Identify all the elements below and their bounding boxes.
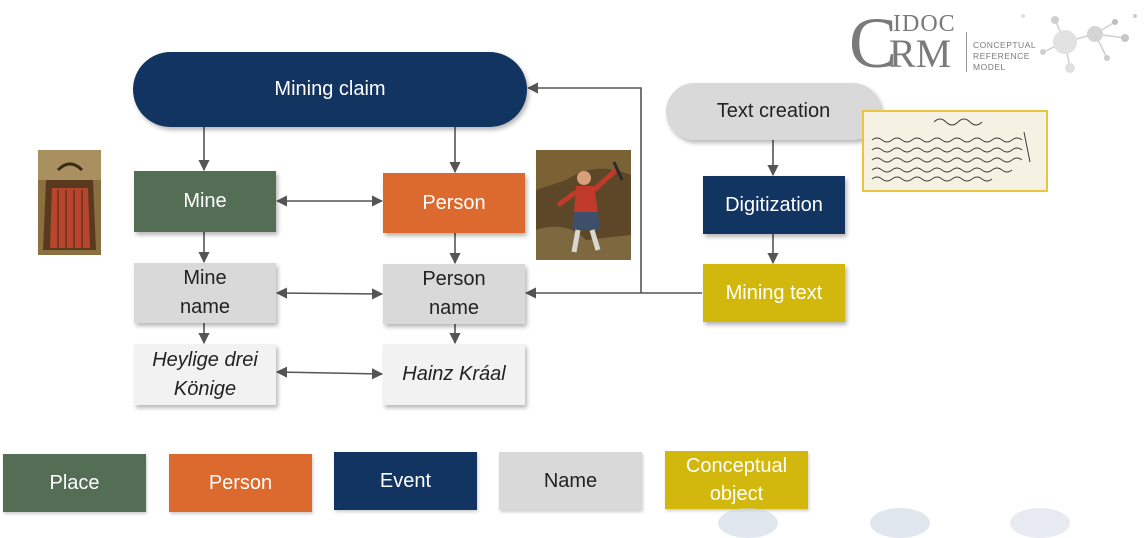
- legend-conceptual-object-line2: object: [709, 483, 764, 505]
- node-mine-name-line1: Mine: [183, 267, 227, 289]
- node-mining-claim-label: Mining claim: [274, 78, 386, 100]
- arrow-minename-personname: [275, 287, 384, 300]
- manuscript-image: [862, 110, 1048, 192]
- miner-figure-image: [536, 150, 631, 260]
- node-person-name: Person name: [383, 264, 525, 324]
- legend-name-label: Name: [543, 469, 598, 492]
- arrow-values: [275, 366, 384, 380]
- node-mine: Mine: [134, 171, 276, 232]
- node-person-name-line1: Person: [422, 268, 486, 290]
- node-mine-name-value: Heylige drei Könige: [134, 344, 276, 405]
- logo-big-c: C: [849, 3, 898, 83]
- legend-name: Name: [499, 452, 642, 510]
- logo-idoc: IDOC: [893, 11, 956, 37]
- node-mining-text: Mining text: [703, 264, 845, 322]
- logo-molecule-graphic: [1021, 14, 1137, 73]
- node-person-name-line2: name: [428, 297, 480, 319]
- legend-event-label: Event: [379, 469, 432, 492]
- node-person: Person: [383, 173, 525, 233]
- node-mine-name-value-line2: Könige: [173, 377, 237, 400]
- logo-line1: CONCEPTUAL: [973, 40, 1037, 50]
- logo-divider: [966, 32, 967, 72]
- mine-entrance-image: [38, 150, 101, 255]
- cidoc-crm-logo: C IDOC RM CONCEPTUAL REFERENCE MODEL: [845, 3, 1140, 83]
- legend-place: Place: [3, 454, 146, 512]
- connector-layer: [198, 82, 779, 380]
- legend-event: Event: [334, 452, 477, 510]
- node-text-creation-label: Text creation: [716, 100, 831, 122]
- node-mine-label: Mine: [183, 190, 227, 212]
- node-digitization-label: Digitization: [725, 193, 823, 216]
- legend-conceptual-object: Conceptual object: [665, 451, 808, 509]
- logo-rm: RM: [889, 31, 952, 76]
- decorative-circle: [870, 508, 930, 538]
- node-mine-name: Mine name: [134, 263, 276, 323]
- node-mining-claim: Mining claim: [133, 52, 527, 127]
- node-mine-name-value-line1: Heylige drei: [152, 348, 258, 371]
- node-person-name-value-label: Hainz Kráal: [402, 363, 506, 385]
- node-person-name-value: Hainz Kráal: [383, 344, 525, 405]
- node-mining-text-label: Mining text: [725, 281, 823, 304]
- node-person-label: Person: [422, 191, 486, 214]
- logo-line2: REFERENCE: [973, 51, 1030, 61]
- arrow-text-to-claim: [526, 82, 642, 293]
- node-mine-name-line2: name: [179, 296, 231, 318]
- logo-line3: MODEL: [973, 62, 1006, 72]
- decorative-circle: [718, 508, 778, 538]
- decorative-circle: [1010, 508, 1070, 538]
- legend-place-label: Place: [49, 471, 100, 494]
- legend-person-label: Person: [208, 471, 273, 494]
- node-text-creation: Text creation: [666, 83, 881, 140]
- legend-person: Person: [169, 454, 312, 512]
- node-digitization: Digitization: [703, 176, 845, 234]
- legend-conceptual-object-line1: Conceptual: [685, 455, 788, 477]
